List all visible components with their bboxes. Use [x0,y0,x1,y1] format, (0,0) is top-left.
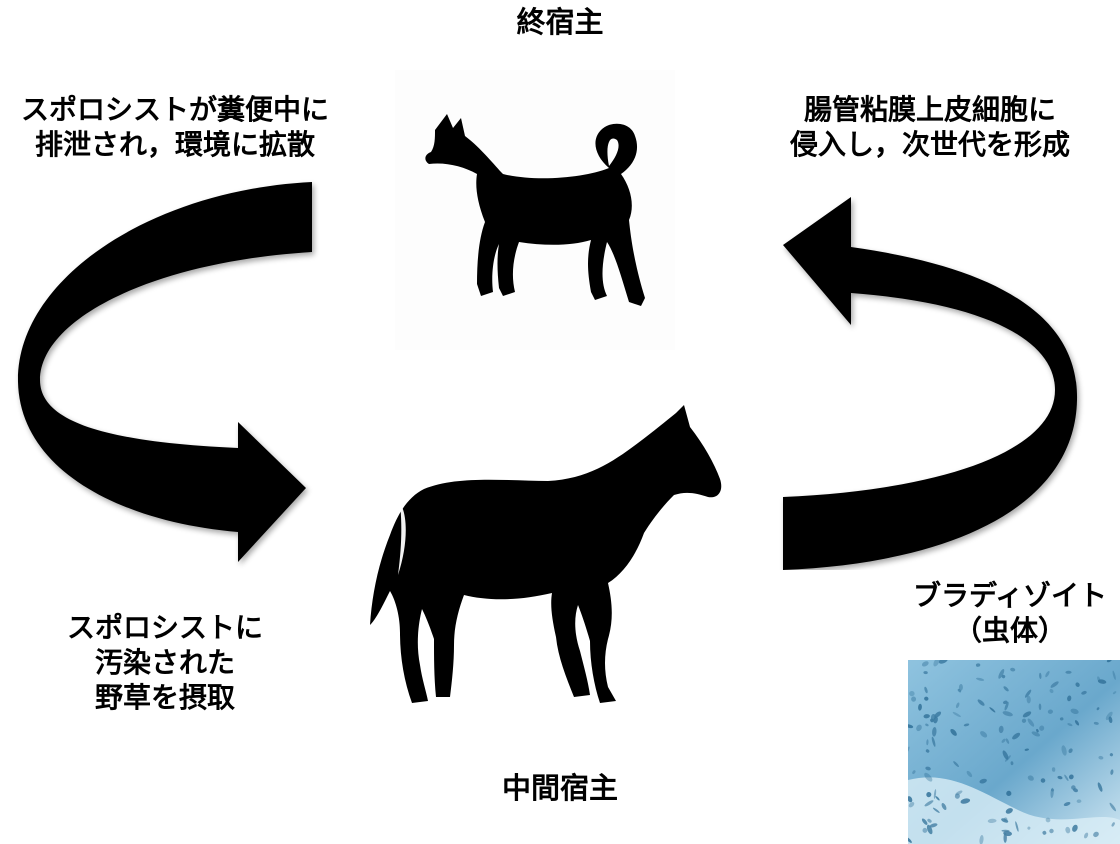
invasion-description: 腸管粘膜上皮細胞に 侵入し，次世代を形成 [740,92,1120,162]
bradyzoite-line-2: （虫体） [953,614,1066,647]
bradyzoite-label: ブラディゾイト （虫体） [900,578,1120,648]
ingestion-line-1: スポロシストに [66,611,263,644]
curved-arrow-icon [783,197,1078,570]
shedding-line-2: 排泄され，環境に拡散 [34,128,315,161]
bradyzoite-line-1: ブラディゾイト [912,579,1108,612]
invasion-line-1: 腸管粘膜上皮細胞に [803,93,1056,126]
invasion-line-2: 侵入し，次世代を形成 [789,128,1070,161]
ingestion-description: スポロシストに 汚染された 野草を摂取 [35,610,295,715]
curved-arrow-icon [17,182,312,562]
bradyzoite-micrograph [908,660,1120,844]
shedding-description: スポロシストが糞便中に 排泄され，環境に拡散 [0,92,350,162]
dog-silhouette-icon [395,70,675,350]
definitive-host-title: 終宿主 [516,5,604,39]
ingestion-line-2: 汚染された [94,646,235,679]
ingestion-line-3: 野草を摂取 [94,681,235,714]
horse-silhouette-icon [370,405,722,703]
shedding-line-1: スポロシストが糞便中に [20,93,329,126]
intermediate-host-title: 中間宿主 [501,771,618,805]
